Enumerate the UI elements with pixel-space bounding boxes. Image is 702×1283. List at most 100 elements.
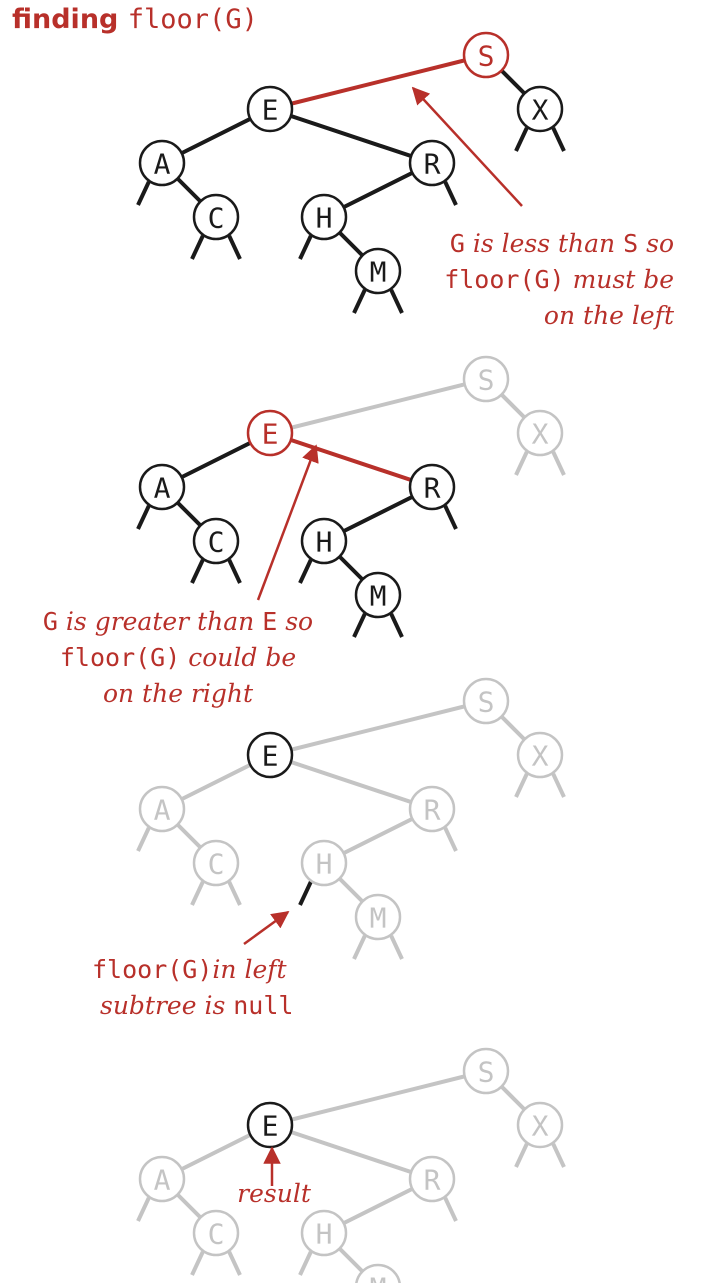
null-link-a-left xyxy=(136,827,151,852)
node-label: R xyxy=(424,1164,441,1197)
node-label: H xyxy=(316,1218,333,1251)
annotation-line: floor(G)in left xyxy=(92,955,288,984)
node-h: H xyxy=(300,839,348,887)
node-label: M xyxy=(370,902,387,935)
null-link-h-left xyxy=(298,1251,313,1276)
node-label: H xyxy=(316,848,333,881)
text-span: so xyxy=(638,229,674,258)
node-circle xyxy=(192,193,240,241)
node-r: R xyxy=(408,139,456,187)
node-a: A xyxy=(138,1155,186,1203)
null-link-c-left xyxy=(190,235,205,260)
null-link-x-left xyxy=(514,451,529,476)
node-circle xyxy=(355,1263,401,1283)
code-span: floor(G) xyxy=(92,955,212,984)
text-span: is greater than xyxy=(58,607,262,636)
edge-s-e xyxy=(269,1069,487,1127)
null-link-x-left xyxy=(514,127,529,152)
node-circle xyxy=(462,1047,510,1095)
node-label: S xyxy=(478,40,495,73)
node-circle xyxy=(462,31,510,79)
null-link-r-right xyxy=(443,505,458,530)
node-label: M xyxy=(370,1272,387,1283)
node-circle xyxy=(300,517,348,565)
node-label: C xyxy=(208,526,225,559)
node-r: R xyxy=(408,1155,456,1203)
node-circle xyxy=(246,85,294,133)
node-x: X xyxy=(516,409,564,457)
node-circle xyxy=(408,139,456,187)
node-circle xyxy=(354,247,402,295)
node-circle xyxy=(192,517,240,565)
node-c: C xyxy=(192,1209,240,1257)
null-link-h-left xyxy=(298,235,313,260)
node-circle xyxy=(138,139,186,187)
node-a: A xyxy=(138,463,186,511)
text-span: on the left xyxy=(544,301,675,330)
node-label: C xyxy=(208,202,225,235)
node-circle xyxy=(462,677,510,725)
node-circle xyxy=(246,731,294,779)
null-link-x-right xyxy=(551,127,566,152)
node-label: X xyxy=(532,94,549,127)
null-link-x-left xyxy=(514,773,529,798)
annotation-line: G is less than S so xyxy=(450,229,674,258)
node-s: S xyxy=(462,31,510,79)
node-h: H xyxy=(300,517,348,565)
node-label: H xyxy=(316,526,333,559)
code-span: G xyxy=(43,607,58,636)
node-circle xyxy=(516,1101,564,1149)
null-link-x-left xyxy=(514,1143,529,1168)
node-label: E xyxy=(262,740,279,773)
node-label: E xyxy=(262,1110,279,1143)
null-link-c-right xyxy=(227,1251,242,1276)
edge-s-e xyxy=(269,53,487,111)
node-m: M xyxy=(354,571,402,619)
node-label: S xyxy=(478,1056,495,1089)
edge-s-e xyxy=(269,699,487,757)
node-label: C xyxy=(208,848,225,881)
annotation-line: result xyxy=(237,1179,312,1208)
annotation-arrow xyxy=(243,910,290,946)
node-a: A xyxy=(138,785,186,833)
title-bold: finding xyxy=(12,4,119,35)
node-x: X xyxy=(516,1101,564,1149)
edge-e-r xyxy=(269,1123,433,1181)
text-span: in left xyxy=(212,955,287,984)
node-circle xyxy=(138,785,186,833)
node-c: C xyxy=(192,839,240,887)
node-s: S xyxy=(462,677,510,725)
text-span: is less than xyxy=(465,229,623,258)
null-link-m-left xyxy=(352,935,367,960)
null-link-a-left xyxy=(136,505,151,530)
text-span: on the right xyxy=(103,679,254,708)
node-circle xyxy=(462,355,510,403)
null-link-m-right xyxy=(389,289,404,314)
node-r: R xyxy=(408,463,456,511)
node-circle xyxy=(516,409,564,457)
node-label: E xyxy=(262,418,279,451)
page-title: finding floor(G) xyxy=(12,4,258,35)
annotation-arrow xyxy=(256,444,319,601)
node-h: H xyxy=(300,193,348,241)
node-label: R xyxy=(424,148,441,181)
node-m: M xyxy=(354,893,402,941)
text-span: subtree is xyxy=(100,991,233,1020)
null-link-m-left xyxy=(352,613,367,638)
annotation-line: G is greater than E so xyxy=(43,607,313,636)
null-link-m-right xyxy=(389,613,404,638)
annotation-4: result xyxy=(237,1146,312,1208)
null-link-h-left xyxy=(298,881,313,906)
code-span: floor(G) xyxy=(444,265,564,294)
annotation-line: subtree is null xyxy=(100,991,293,1020)
edge-s-e xyxy=(269,377,487,435)
null-link-h-left xyxy=(298,559,313,584)
node-circle xyxy=(408,1155,456,1203)
text-span: could be xyxy=(180,643,296,672)
node-s: S xyxy=(462,1047,510,1095)
null-link-x-right xyxy=(551,773,566,798)
